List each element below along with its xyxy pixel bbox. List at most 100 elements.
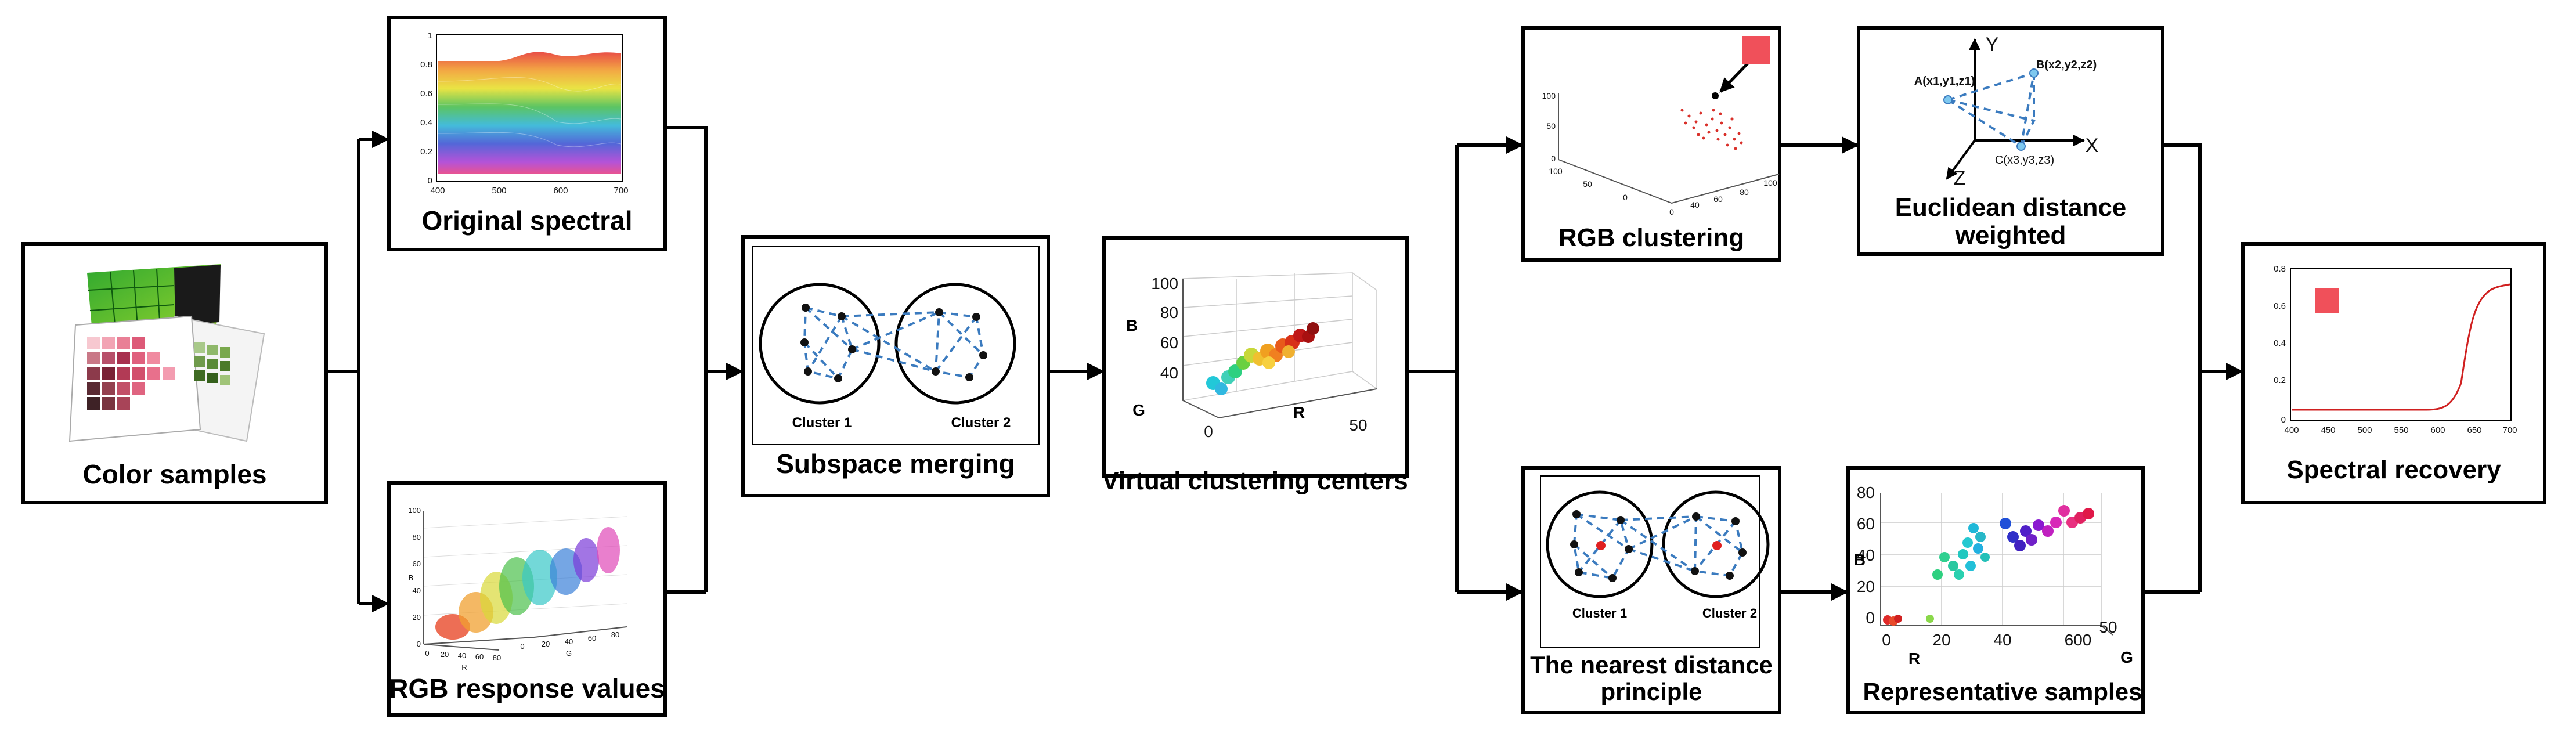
node-original-spectral: 1 0.8 0.6 0.4 0.2 0 400 500 600 700 Orig…	[387, 16, 667, 251]
node-color-samples: Color samples	[21, 242, 328, 504]
spectral-recovery-label: Spectral recovery	[2286, 456, 2501, 484]
rgb-response-axis-r: R	[461, 663, 467, 672]
spectral-recovery-xtick: 550	[2394, 425, 2408, 435]
representative-btick: 0	[1866, 609, 1875, 627]
euclidean-axis-z	[1946, 139, 1976, 180]
rgb-response-xtick: 40	[458, 651, 466, 660]
node-euclidean: A(x1,y1,z1) B(x2,y2,z2) C(x3,y3,z3) Y X …	[1857, 26, 2164, 256]
subspace-cluster-2-label: Cluster 2	[951, 415, 1011, 431]
node-representative: 80 60 40 20 0 0 20 40 600 50 B R G Repre…	[1846, 466, 2145, 714]
subspace-merging-label: Subspace merging	[776, 449, 1015, 479]
node-virtual-centers: 100 80 60 40 B G R 0 50 Virtual clusteri…	[1102, 236, 1409, 495]
virtual-centers-axis-g: G	[1132, 401, 1145, 419]
representative-axis-b: B	[1854, 551, 1866, 569]
euclidean-label-line1: Euclidean distance	[1895, 193, 2127, 222]
nearest-center-1	[1596, 541, 1606, 550]
node-nearest-distance: Cluster 1 Cluster 2 The nearest distance…	[1521, 466, 1781, 714]
virtual-centers-btick: 80	[1160, 304, 1178, 322]
original-spectral-xtick: 600	[553, 186, 568, 196]
rgb-clustering-ztick: 50	[1546, 121, 1556, 131]
original-spectral-ytick: 0.8	[420, 60, 432, 70]
spectral-recovery-plot: 0.8 0.6 0.4 0.2 0 400 450 500 550 600 65…	[2274, 264, 2517, 435]
virtual-centers-btick: 60	[1160, 334, 1178, 352]
rgb-response-ytick: 60	[588, 634, 596, 642]
euclidean-triangle	[1945, 71, 2036, 149]
spectral-recovery-curve	[2292, 283, 2510, 411]
rgb-clustering-box	[1521, 26, 1781, 262]
rgb-clustering-xtick: 0	[1623, 193, 1628, 202]
virtual-centers-plot: 100 80 60 40 B G R 0 50	[1126, 272, 1377, 441]
virtual-centers-btick: 100	[1151, 275, 1178, 293]
node-spectral-recovery: 0.8 0.6 0.4 0.2 0 400 450 500 550 600 65…	[2241, 242, 2546, 504]
subspace-nodes	[800, 304, 987, 382]
representative-btick: 20	[1857, 577, 1875, 595]
representative-scatter	[1883, 505, 2094, 626]
rgb-clustering-xtick: 100	[1549, 167, 1563, 176]
original-spectral-xtick: 500	[492, 186, 506, 196]
representative-btick: 80	[1857, 483, 1875, 501]
rgb-clustering-xtick: 50	[1583, 179, 1592, 189]
representative-box	[1846, 466, 2145, 714]
subspace-merging-inner-frame	[752, 246, 1040, 445]
rgb-response-ytick: 20	[542, 640, 550, 648]
rgb-clustering-label: RGB clustering	[1558, 223, 1744, 252]
rgb-response-xtick: 80	[493, 654, 501, 662]
virtual-centers-axis-b: B	[1126, 316, 1138, 334]
subspace-merging-box	[741, 235, 1050, 497]
rgb-response-ytick: 80	[611, 630, 619, 639]
subspace-cluster-1-label: Cluster 1	[792, 415, 852, 431]
cluster-2-circle	[894, 283, 1016, 405]
virtual-centers-rtick: 0	[1204, 423, 1213, 441]
rgb-clustering-target-point	[1712, 92, 1719, 99]
virtual-centers-btick: 40	[1160, 364, 1178, 382]
spectral-recovery-xtick: 400	[2284, 425, 2299, 435]
virtual-centers-axis-r: R	[1293, 403, 1305, 421]
spectral-recovery-ytick: 0.8	[2274, 264, 2286, 274]
nearest-cluster-2-circle	[1662, 490, 1770, 598]
euclidean-axis-label-x: X	[2086, 135, 2099, 157]
rgb-clustering-ytick: 80	[1740, 187, 1749, 197]
rgb-clustering-ytick: 40	[1690, 200, 1700, 210]
rgb-response-ztick: 0	[417, 640, 421, 648]
connectors	[326, 126, 2243, 612]
color-samples-photo	[68, 264, 265, 442]
connector-euclidean-out	[2163, 143, 2202, 592]
color-samples-label: Color samples	[83, 459, 267, 489]
representative-btick: 40	[1857, 546, 1875, 564]
rgb-clustering-plot: 100 50 0 100 50 0 0 40 60 80 100	[1542, 36, 1780, 216]
original-spectral-ytick: 0.2	[420, 147, 432, 157]
nearest-center-2	[1712, 541, 1722, 550]
rgb-response-ztick: 100	[408, 506, 421, 515]
representative-gtick: 600	[2065, 631, 2092, 649]
euclidean-axis-label-y: Y	[1986, 34, 1999, 56]
rgb-response-xtick: 60	[475, 652, 484, 661]
rgb-clustering-ytick: 100	[1763, 178, 1777, 187]
representative-rtick: 20	[1932, 631, 1950, 649]
nearest-nodes	[1570, 510, 1747, 582]
euclidean-point-c: C(x3,y3,z3)	[1995, 154, 2054, 167]
original-spectral-ytick: 1	[428, 31, 432, 41]
rgb-response-ztick: 80	[413, 533, 421, 542]
virtual-centers-rtick: 50	[1349, 416, 1367, 434]
rgb-response-scatter	[435, 527, 620, 640]
nearest-cluster-2-label: Cluster 2	[1702, 606, 1757, 620]
nearest-cluster-1-label: Cluster 1	[1572, 606, 1627, 620]
nearest-distance-inner-frame	[1540, 475, 1760, 648]
rgb-clustering-ztick: 0	[1551, 154, 1556, 163]
representative-gtick: 50	[2099, 618, 2117, 636]
rgb-response-plot: 100 80 60 40 20 0 0 20 40 60 80 0 20 40 …	[408, 506, 627, 672]
connector-spectral-out	[665, 126, 708, 592]
spectral-recovery-xtick: 600	[2430, 425, 2445, 435]
original-spectral-ytick: 0.4	[420, 118, 432, 128]
original-spectral-label: Original spectral	[421, 205, 632, 236]
representative-axis-r: R	[1908, 649, 1920, 667]
euclidean-plot: A(x1,y1,z1) B(x2,y2,z2) C(x3,y3,z3) Y X …	[1914, 34, 2099, 189]
rgb-clustering-scatter	[1680, 109, 1743, 150]
original-spectral-xtick: 700	[614, 186, 628, 196]
original-spectral-plot: 1 0.8 0.6 0.4 0.2 0 400 500 600 700	[420, 31, 628, 196]
node-subspace-merging: Cluster 1 Cluster 2 Subspace merging	[741, 235, 1050, 497]
rgb-response-ytick: 40	[565, 637, 573, 646]
spectral-recovery-xtick: 500	[2357, 425, 2372, 435]
spectral-recovery-ytick: 0.6	[2274, 301, 2286, 311]
cluster-1-circle	[759, 283, 881, 405]
